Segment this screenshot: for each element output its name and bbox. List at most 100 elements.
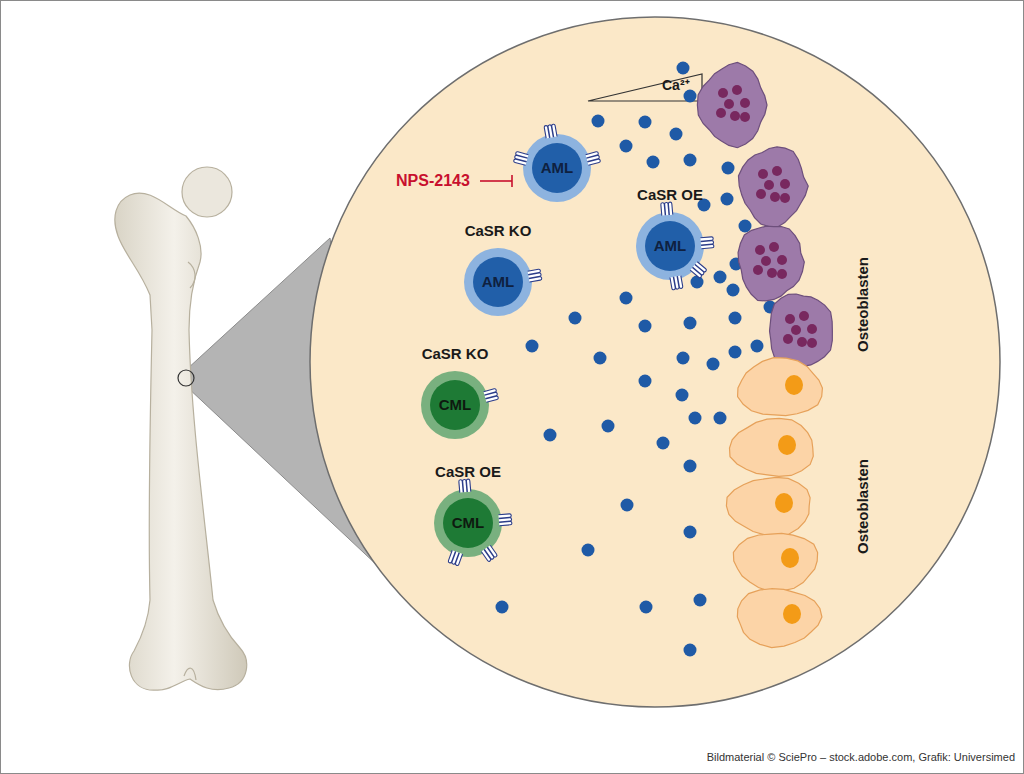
osteoblast-cell (738, 358, 823, 416)
calcium-ion (677, 352, 690, 365)
osteoclast-nucleus (716, 108, 726, 118)
cell-heading: CaSR KO (391, 345, 519, 362)
calcium-ion (714, 412, 727, 425)
lesser-trochanter (188, 262, 195, 288)
cell-membrane (464, 248, 532, 316)
calcium-ion (639, 375, 652, 388)
calcium-ion (684, 317, 697, 330)
osteoblast-cell (733, 533, 817, 591)
calcium-ion (727, 284, 740, 297)
osteoclast-nucleus (761, 256, 771, 266)
inhibitor-line (480, 180, 512, 182)
casr-receptor (700, 237, 714, 249)
casr-receptor (690, 262, 707, 279)
calcium-ion (544, 429, 557, 442)
casr-receptor (544, 124, 557, 138)
osteoclast-nucleus (764, 180, 774, 190)
calcium-ion (526, 340, 539, 353)
calcium-ion (714, 271, 727, 284)
osteoclast-nucleus (780, 193, 790, 203)
cell-type-label: Osteoblasten (853, 445, 872, 569)
calcium-ion (647, 156, 660, 169)
drug-label: NPS-2143 (396, 171, 470, 191)
casr-receptor (670, 276, 683, 290)
calcium-ion (640, 601, 653, 614)
osteoclast-nucleus (799, 311, 809, 321)
osteoblast-cell (737, 589, 822, 648)
osteoblast-cell (726, 477, 810, 535)
osteoblast-nucleus (785, 375, 803, 395)
calcium-ion (657, 437, 670, 450)
cell-heading: CaSR OE (404, 463, 532, 480)
cell-heading: CaSR KO (434, 222, 562, 239)
osteoclast-nucleus (780, 179, 790, 189)
osteoclast-cell (697, 62, 767, 147)
cell-heading: CaSR OE (606, 186, 734, 203)
femur-head (182, 167, 232, 217)
leukemia-cell: CaSR OECML (434, 489, 502, 557)
calcium-ion (582, 544, 595, 557)
calcium-ion (676, 389, 689, 402)
inhibitor-bar (511, 175, 513, 187)
calcium-ion (694, 594, 707, 607)
calcium-ion (677, 62, 690, 75)
cell-label: AML (636, 237, 704, 255)
calcium-ion (729, 346, 742, 359)
calcium-ion (684, 526, 697, 539)
osteoclast-nucleus (807, 338, 817, 348)
osteoclast-nucleus (753, 265, 763, 275)
calcium-ion (594, 352, 607, 365)
calcium-ion (670, 128, 683, 141)
calcium-ion (602, 420, 615, 433)
osteoblast-nucleus (775, 493, 793, 513)
osteoblast-cell (729, 418, 813, 476)
calcium-ion (707, 358, 720, 371)
osteoclast-nucleus (755, 245, 765, 255)
osteoclast-nucleus (777, 269, 787, 279)
calcium-ion (496, 601, 509, 614)
osteoclast-nucleus (724, 99, 734, 109)
casr-receptor (513, 151, 528, 165)
osteoclast-nucleus (772, 166, 782, 176)
leukemia-cell: CaSR KOAML (464, 248, 532, 316)
osteoclast-nucleus (783, 334, 793, 344)
calcium-ion (569, 312, 582, 325)
osteoclast-nucleus (797, 337, 807, 347)
osteoclast-nucleus (777, 255, 787, 265)
casr-receptor (481, 545, 497, 562)
osteoclast-nucleus (740, 98, 750, 108)
casr-receptor (528, 269, 542, 282)
calcium-ion (620, 292, 633, 305)
osteoclast-nucleus (756, 189, 766, 199)
ion-label: Ca²⁺ (662, 76, 690, 94)
osteoclast-nucleus (791, 325, 801, 335)
cell-type-label: Osteoblasten (853, 243, 872, 367)
calcium-ion (751, 340, 764, 353)
calcium-ion (689, 412, 702, 425)
osteoclast-nucleus (732, 85, 742, 95)
cell-label: CML (421, 396, 489, 414)
osteoblast-nucleus (781, 548, 799, 568)
calcium-ion (639, 320, 652, 333)
calcium-ion (639, 116, 652, 129)
casr-receptor (498, 514, 512, 526)
osteoclast-nucleus (730, 111, 740, 121)
osteoclast-cell (738, 147, 808, 227)
cell-membrane (421, 371, 489, 439)
calcium-ion (684, 460, 697, 473)
calcium-ion (592, 115, 605, 128)
osteoclast-nucleus (770, 192, 780, 202)
osteoclast-nucleus (718, 88, 728, 98)
image-credit: Bildmaterial © SciePro – stock.adobe.com… (707, 750, 1015, 765)
calcium-ion (620, 140, 633, 153)
osteoblast-nucleus (778, 435, 796, 455)
leukemia-cell: AML (523, 134, 591, 202)
calcium-ion (729, 312, 742, 325)
calcium-ion (684, 644, 697, 657)
osteoblast-nucleus (783, 604, 801, 624)
cell-label: AML (523, 159, 591, 177)
casr-receptor (459, 479, 471, 493)
osteoclast-cell (770, 294, 833, 368)
